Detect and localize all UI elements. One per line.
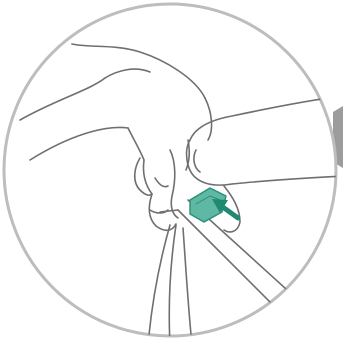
- instruction-svg: [0, 0, 343, 340]
- instruction-illustration: [0, 0, 343, 340]
